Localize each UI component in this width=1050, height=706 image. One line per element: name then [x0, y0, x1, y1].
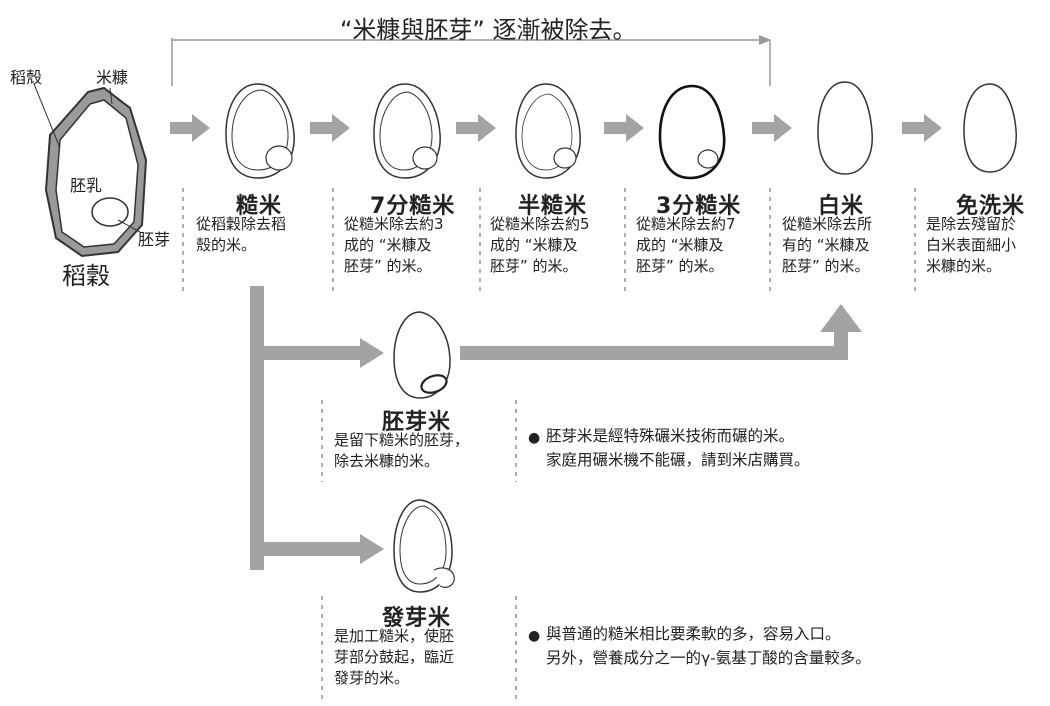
grain-white-rice-icon — [817, 81, 873, 175]
paddy-grain-illustration — [33, 83, 148, 258]
stage-description: 從稻穀除去稻 殼的米。 — [196, 215, 287, 254]
branch-description: 是加工糙米，使胚 芽部分鼓起，臨近 發芽的米。 — [334, 627, 455, 687]
stage-title: 免洗米 — [956, 194, 1026, 219]
arrow-icon — [310, 114, 350, 142]
bullet-icon: ● — [528, 628, 541, 644]
stage-description: 從糙米除去約7 成的 “米糠及 胚芽” 的米。 — [636, 215, 736, 275]
stage-description: 從糙米除去所 有的 “米糠及 胚芽” 的米。 — [782, 215, 873, 275]
grain-germ-rice-icon — [393, 311, 451, 399]
stage-title: 糙米 — [236, 194, 283, 219]
stage-title: 白米 — [818, 194, 865, 219]
arrow-icon — [360, 534, 384, 564]
branch-arrows — [250, 286, 862, 570]
grain-30-brown-rice-icon — [658, 84, 726, 180]
paddy-title: 稻穀 — [62, 262, 110, 290]
stage-title: 7分糙米 — [370, 194, 456, 219]
arrow-icon — [604, 114, 644, 142]
stage-description: 從糙米除去約3 成的 “米糠及 胚芽” 的米。 — [344, 215, 444, 275]
main-arrows — [170, 114, 942, 142]
progress-label: “米糠與胚芽” 逐漸被除去。 — [340, 16, 637, 44]
progress-bracket — [171, 35, 771, 86]
stage-description: 是除去殘留於 白米表面細小 米糠的米。 — [926, 215, 1017, 275]
stage-title: 3分糙米 — [656, 194, 742, 219]
branch-title: 胚芽米 — [382, 410, 452, 435]
arrow-icon — [902, 114, 942, 142]
grain-wash-free-rice-icon — [963, 83, 1017, 173]
husk-label: 稻殼 — [10, 68, 43, 87]
branch-note: 胚芽米是經特殊碾米技術而碾的米。 家庭用碾米機不能碾，請到米店購買。 — [546, 427, 810, 469]
bran-label: 米糠 — [96, 68, 129, 87]
endosperm-label: 胚乳 — [70, 176, 103, 195]
stage-title: 半糙米 — [518, 194, 588, 219]
bullet-icon: ● — [528, 430, 541, 446]
arrow-icon — [820, 304, 862, 332]
branch-description: 是留下糙米的胚芽， 除去米糠的米。 — [334, 431, 470, 470]
grain-half-brown-rice-icon — [515, 83, 581, 179]
arrow-icon — [456, 114, 496, 142]
grain-brown-rice-icon — [225, 83, 295, 179]
branch-note: 與普通的糙米相比要柔軟的多，容易入口。 另外，營養成分之一的γ-氨基丁酸的含量較… — [546, 625, 871, 667]
grain-germinated-rice-icon — [393, 499, 455, 593]
germ-label: 胚芽 — [138, 230, 171, 249]
branch-title: 發芽米 — [382, 606, 452, 631]
stage-description: 從糙米除去約5 成的 “米糠及 胚芽” 的米。 — [490, 215, 590, 275]
arrow-icon — [360, 338, 384, 368]
arrow-icon — [752, 114, 792, 142]
grain-70-brown-rice-icon — [373, 83, 441, 179]
arrow-icon — [170, 114, 210, 142]
